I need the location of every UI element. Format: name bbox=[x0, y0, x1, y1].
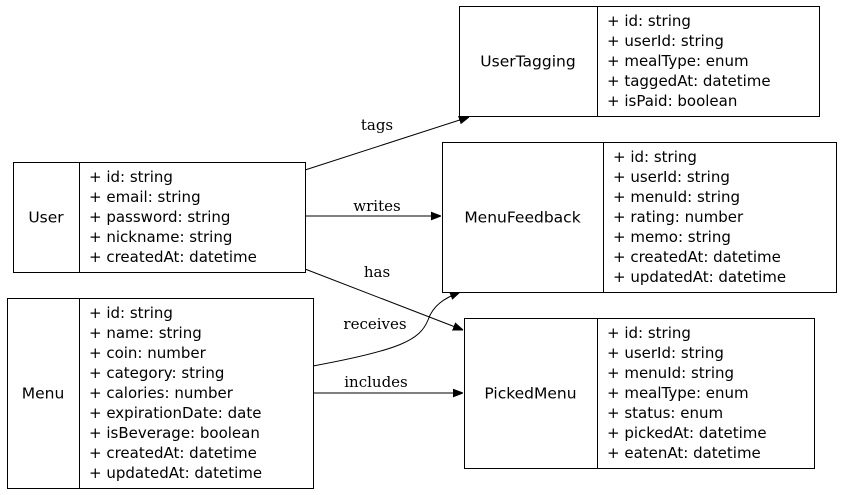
entity-field: + menuId: string bbox=[607, 364, 734, 382]
entity-usertagging: UserTagging + id: string + userId: string +… bbox=[459, 6, 820, 117]
entity-menufeedback: MenuFeedback + id: string + userId: string… bbox=[442, 142, 837, 293]
relation-receives: receives bbox=[312, 292, 460, 367]
entity-pickedmenu: PickedMenu + id: string + userId: string + … bbox=[464, 318, 815, 469]
entity-field: + password: string bbox=[89, 208, 230, 226]
entity-field: + expirationDate: date bbox=[89, 404, 261, 422]
entity-name: MenuFeedback bbox=[464, 209, 580, 227]
entity-field: + category: string bbox=[89, 364, 224, 382]
entity-name: User bbox=[28, 209, 64, 227]
entity-menu: Menu + id: string + name: string + coin: nu… bbox=[7, 298, 314, 489]
entity-field: + eatenAt: datetime bbox=[607, 444, 761, 462]
entity-field: + isPaid: boolean bbox=[607, 92, 737, 110]
relation-line bbox=[304, 117, 469, 171]
entity-field: + userId: string bbox=[607, 344, 724, 362]
entity-field: + id: string bbox=[607, 324, 691, 342]
entity-box bbox=[464, 318, 815, 469]
relation-label: includes bbox=[344, 373, 408, 391]
entity-field: + taggedAt: datetime bbox=[607, 72, 771, 90]
entity-field: + createdAt: datetime bbox=[89, 248, 257, 266]
entity-field: + menuId: string bbox=[613, 188, 740, 206]
relation-label: tags bbox=[361, 116, 393, 134]
entity-box bbox=[13, 162, 306, 273]
entity-field: + id: string bbox=[613, 148, 697, 166]
entity-name: UserTagging bbox=[480, 53, 575, 71]
entity-field: + mealType: enum bbox=[607, 384, 749, 402]
entity-field: + email: string bbox=[89, 188, 201, 206]
entities-layer: User + id: string + email: string + passwor… bbox=[7, 6, 837, 489]
entity-name: Menu bbox=[22, 385, 65, 403]
entity-box bbox=[459, 6, 820, 117]
entity-name: PickedMenu bbox=[484, 385, 576, 403]
relation-includes: includes bbox=[313, 373, 463, 393]
relation-line bbox=[312, 292, 460, 367]
entity-field: + calories: number bbox=[89, 384, 234, 402]
relation-has: has bbox=[304, 263, 463, 330]
entity-field: + userId: string bbox=[613, 168, 730, 186]
entity-box bbox=[442, 142, 837, 293]
entity-field: + isBeverage: boolean bbox=[89, 424, 260, 442]
entity-field: + createdAt: datetime bbox=[89, 444, 257, 462]
entity-field: + coin: number bbox=[89, 344, 207, 362]
entity-box bbox=[7, 298, 314, 489]
entity-field: + status: enum bbox=[607, 404, 723, 422]
relation-label: writes bbox=[353, 197, 400, 215]
relations-layer: tags writes has receives includes bbox=[304, 116, 469, 393]
entity-field: + userId: string bbox=[607, 32, 724, 50]
entity-field: + id: string bbox=[89, 304, 173, 322]
relation-writes: writes bbox=[305, 197, 441, 216]
entity-field: + memo: string bbox=[613, 228, 731, 246]
entity-field: + id: string bbox=[607, 12, 691, 30]
entity-field: + createdAt: datetime bbox=[613, 248, 781, 266]
entity-field: + nickname: string bbox=[89, 228, 232, 246]
entity-field: + rating: number bbox=[613, 208, 744, 226]
entity-field: + id: string bbox=[89, 168, 173, 186]
relation-tags: tags bbox=[304, 116, 469, 171]
relation-label: has bbox=[364, 263, 390, 281]
entity-field: + mealType: enum bbox=[607, 52, 749, 70]
relation-line bbox=[304, 268, 463, 330]
relation-label: receives bbox=[343, 315, 406, 333]
entity-field: + name: string bbox=[89, 324, 202, 342]
entity-user: User + id: string + email: string + passwor… bbox=[13, 162, 306, 273]
entity-field: + updatedAt: datetime bbox=[89, 464, 262, 482]
entity-field: + pickedAt: datetime bbox=[607, 424, 767, 442]
entity-field: + updatedAt: datetime bbox=[613, 268, 786, 286]
